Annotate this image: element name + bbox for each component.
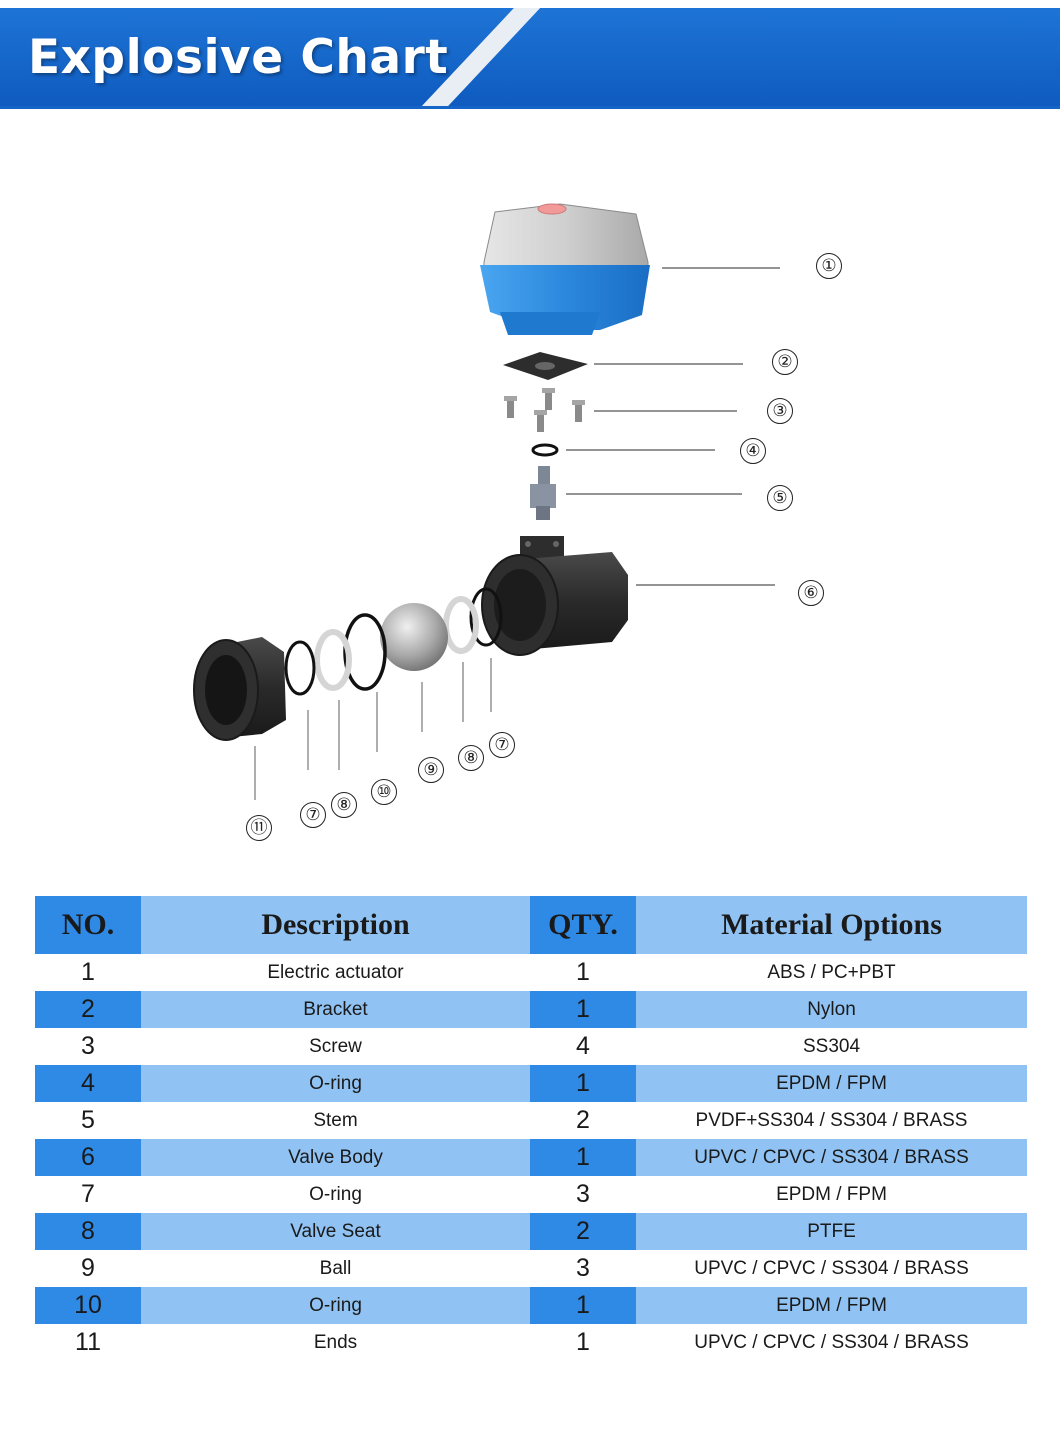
cell-no: 5 bbox=[81, 1106, 95, 1134]
cell-material: PVDF+SS304 / SS304 / BRASS bbox=[695, 1109, 968, 1131]
end-connector bbox=[193, 637, 286, 741]
cell-qty: 2 bbox=[576, 1106, 590, 1134]
header-material: Material Options bbox=[636, 896, 1027, 954]
table-row: 2 Bracket 1 Nylon bbox=[35, 991, 1027, 1028]
callout-8-end: ⑧ bbox=[331, 792, 357, 818]
callout-3: ③ bbox=[767, 398, 793, 424]
cell-description: Valve Seat bbox=[141, 1213, 530, 1250]
callout-4: ④ bbox=[740, 438, 766, 464]
cell-qty: 2 bbox=[530, 1213, 636, 1250]
body-o-ring bbox=[469, 587, 503, 647]
cell-description: Valve Body bbox=[141, 1139, 530, 1176]
callout-1: ① bbox=[816, 253, 842, 279]
callout-6: ⑥ bbox=[798, 580, 824, 606]
table-row: 8 Valve Seat 2 PTFE bbox=[35, 1213, 1027, 1250]
banner-graphic bbox=[0, 8, 1060, 109]
ball bbox=[380, 603, 448, 671]
header-banner: Explosive Chart bbox=[0, 0, 1060, 120]
cell-material: PTFE bbox=[636, 1213, 1027, 1250]
exploded-diagram: ① ② ③ ④ ⑤ ⑥ ⑪ ⑦ ⑧ ⑩ ⑨ ⑧ ⑦ bbox=[0, 120, 1060, 880]
table-row: 7 O-ring 3 EPDM / FPM bbox=[35, 1176, 1027, 1213]
header-description: Description bbox=[141, 896, 530, 954]
stem bbox=[530, 466, 556, 520]
cell-material: EPDM / FPM bbox=[776, 1183, 887, 1205]
cell-material: UPVC / CPVC / SS304 / BRASS bbox=[694, 1257, 969, 1279]
callout-10: ⑩ bbox=[371, 779, 397, 805]
cell-qty: 1 bbox=[530, 1287, 636, 1324]
cell-description: Stem bbox=[313, 1109, 358, 1131]
cell-description: O-ring bbox=[141, 1065, 530, 1102]
cell-material: UPVC / CPVC / SS304 / BRASS bbox=[636, 1139, 1027, 1176]
cell-no: 1 bbox=[81, 958, 95, 986]
table-row: 4 O-ring 1 EPDM / FPM bbox=[35, 1065, 1027, 1102]
cell-no: 8 bbox=[35, 1213, 141, 1250]
cell-material: Nylon bbox=[636, 991, 1027, 1028]
table-header-row: NO. Description QTY. Material Options bbox=[35, 896, 1027, 954]
cell-qty: 1 bbox=[576, 958, 590, 986]
cell-description: Ends bbox=[313, 1331, 358, 1353]
cell-no: 11 bbox=[75, 1328, 101, 1356]
stem-o-ring bbox=[531, 443, 559, 457]
cell-description: O-ring bbox=[309, 1183, 362, 1205]
cell-description: Bracket bbox=[141, 991, 530, 1028]
cell-no: 10 bbox=[35, 1287, 141, 1324]
end-valve-seat bbox=[314, 629, 352, 691]
cell-description: Ball bbox=[319, 1257, 352, 1279]
cell-no: 9 bbox=[81, 1254, 95, 1282]
callout-7-end: ⑦ bbox=[300, 802, 326, 828]
table-row: 11 Ends 1 UPVC / CPVC / SS304 / BRASS bbox=[35, 1324, 1027, 1361]
callout-11: ⑪ bbox=[246, 815, 272, 841]
end-o-ring bbox=[284, 640, 316, 696]
header-no: NO. bbox=[35, 896, 141, 954]
callout-8-body: ⑧ bbox=[458, 745, 484, 771]
page-title: Explosive Chart bbox=[28, 30, 449, 85]
cell-no: 3 bbox=[81, 1032, 95, 1060]
valve-illustration bbox=[193, 203, 780, 800]
cell-description: Screw bbox=[309, 1035, 362, 1057]
table-row: 6 Valve Body 1 UPVC / CPVC / SS304 / BRA… bbox=[35, 1139, 1027, 1176]
cell-qty: 3 bbox=[576, 1254, 590, 1282]
callout-9: ⑨ bbox=[418, 757, 444, 783]
cell-no: 6 bbox=[35, 1139, 141, 1176]
callout-7-body: ⑦ bbox=[489, 732, 515, 758]
cell-material: ABS / PC+PBT bbox=[767, 961, 896, 983]
cell-qty: 1 bbox=[530, 1065, 636, 1102]
cell-qty: 1 bbox=[530, 991, 636, 1028]
ball-o-ring bbox=[343, 613, 387, 691]
bracket bbox=[503, 352, 588, 380]
cell-description: O-ring bbox=[141, 1287, 530, 1324]
callout-2: ② bbox=[772, 349, 798, 375]
cell-no: 2 bbox=[35, 991, 141, 1028]
table-row: 9 Ball 3 UPVC / CPVC / SS304 / BRASS bbox=[35, 1250, 1027, 1287]
cell-no: 7 bbox=[81, 1180, 95, 1208]
screws bbox=[504, 388, 585, 432]
header-qty: QTY. bbox=[530, 896, 636, 954]
table-row: 1 Electric actuator 1 ABS / PC+PBT bbox=[35, 954, 1027, 991]
callout-5: ⑤ bbox=[767, 485, 793, 511]
body-valve-seat bbox=[443, 596, 479, 654]
table-row: 3 Screw 4 SS304 bbox=[35, 1028, 1027, 1065]
cell-qty: 1 bbox=[530, 1139, 636, 1176]
cell-material: SS304 bbox=[802, 1035, 861, 1057]
cell-description: Electric actuator bbox=[267, 961, 404, 983]
cell-material: UPVC / CPVC / SS304 / BRASS bbox=[694, 1331, 969, 1353]
cell-material: EPDM / FPM bbox=[636, 1287, 1027, 1324]
table-row: 10 O-ring 1 EPDM / FPM bbox=[35, 1287, 1027, 1324]
cell-qty: 3 bbox=[576, 1180, 590, 1208]
valve-body bbox=[481, 536, 628, 656]
table-row: 5 Stem 2 PVDF+SS304 / SS304 / BRASS bbox=[35, 1102, 1027, 1139]
cell-qty: 1 bbox=[576, 1328, 590, 1356]
electric-actuator bbox=[480, 203, 650, 335]
cell-qty: 4 bbox=[576, 1032, 590, 1060]
cell-no: 4 bbox=[35, 1065, 141, 1102]
parts-table: NO. Description QTY. Material Options 1 … bbox=[35, 896, 1027, 1361]
cell-material: EPDM / FPM bbox=[636, 1065, 1027, 1102]
